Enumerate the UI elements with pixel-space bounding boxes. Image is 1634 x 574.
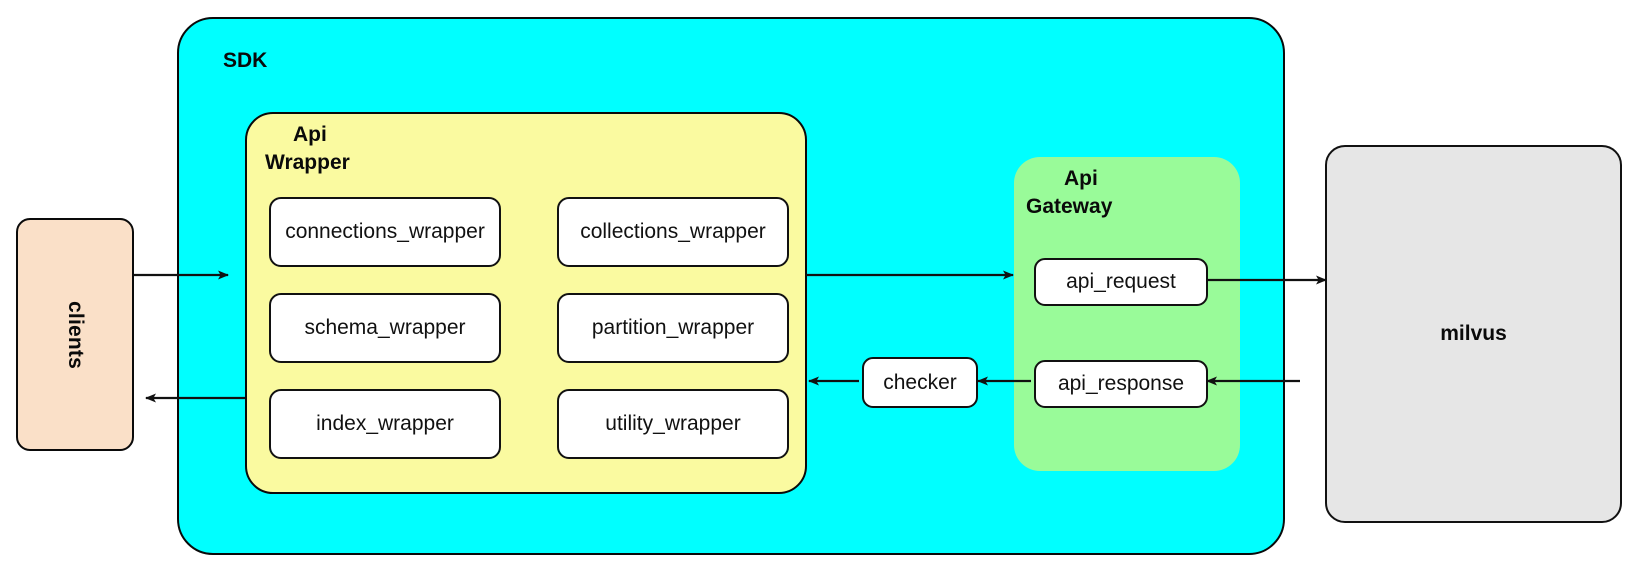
api-response-node[interactable]: api_response bbox=[1034, 360, 1208, 408]
module-index-wrapper[interactable]: index_wrapper bbox=[269, 389, 501, 459]
clients-node[interactable]: clients bbox=[16, 218, 134, 451]
module-collections-wrapper[interactable]: collections_wrapper bbox=[557, 197, 789, 267]
checker-node[interactable]: checker bbox=[862, 357, 978, 408]
milvus-node[interactable]: milvus bbox=[1325, 145, 1622, 523]
api-gateway-label-line1: Api bbox=[1064, 167, 1098, 190]
module-utility-wrapper[interactable]: utility_wrapper bbox=[557, 389, 789, 459]
module-connections-wrapper[interactable]: connections_wrapper bbox=[269, 197, 501, 267]
api-wrapper-container[interactable]: Api Wrapper connections_wrapper collecti… bbox=[245, 112, 807, 494]
clients-label: clients bbox=[64, 300, 87, 369]
module-schema-wrapper[interactable]: schema_wrapper bbox=[269, 293, 501, 363]
api-wrapper-label-line1: Api bbox=[293, 123, 327, 146]
api-gateway-label: Api Gateway bbox=[1026, 165, 1226, 221]
api-gateway-label-line2: Gateway bbox=[1026, 195, 1113, 219]
sdk-container[interactable]: SDK Api Wrapper connections_wrapper coll… bbox=[177, 17, 1285, 555]
api-request-node[interactable]: api_request bbox=[1034, 258, 1208, 306]
api-gateway-container[interactable]: Api Gateway api_request api_response bbox=[1014, 157, 1240, 471]
module-partition-wrapper[interactable]: partition_wrapper bbox=[557, 293, 789, 363]
api-wrapper-label: Api Wrapper bbox=[265, 121, 455, 176]
sdk-label: SDK bbox=[223, 49, 268, 72]
api-wrapper-label-line2: Wrapper bbox=[265, 150, 350, 174]
